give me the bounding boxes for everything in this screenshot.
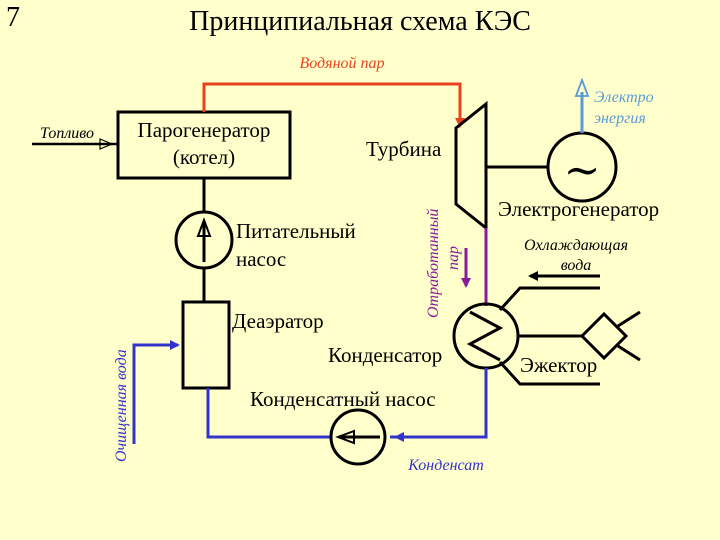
purified-water-line bbox=[132, 340, 180, 444]
condenser-coil bbox=[466, 310, 504, 362]
deaerator bbox=[181, 300, 231, 390]
electricity-arrow-icon bbox=[574, 77, 590, 97]
turbine-label: Турбина bbox=[366, 137, 442, 161]
steam-generator-label-2: (котел) bbox=[173, 145, 235, 169]
condensate-label: Конденсат bbox=[407, 457, 484, 474]
cooling-water-out-pipe bbox=[498, 360, 600, 386]
cooling-water-label-1: Охлаждающая bbox=[524, 237, 628, 254]
condensate-line bbox=[390, 368, 488, 439]
electricity-label-1: Электро bbox=[594, 89, 654, 106]
steam-line bbox=[202, 82, 465, 128]
electricity-label-2: энергия bbox=[594, 110, 646, 127]
ejector bbox=[579, 311, 629, 361]
exhaust-steam-label-1: Отработанный bbox=[425, 209, 442, 318]
slide-number: 7 bbox=[6, 2, 20, 33]
feed-pump-label-2: насос bbox=[236, 247, 286, 271]
fuel-label: Топливо bbox=[40, 125, 94, 142]
exhaust-steam-label-2: пар bbox=[445, 246, 462, 270]
feed-pump-label-1: Питательный bbox=[236, 219, 356, 243]
generator-label: Электрогенератор bbox=[498, 197, 659, 221]
ejector-outlet-top bbox=[617, 310, 641, 328]
turbine bbox=[454, 100, 488, 232]
page-title: Принципиальная схема КЭС bbox=[189, 6, 531, 37]
feed-pump-arrow-icon bbox=[196, 217, 212, 237]
deaerator-label: Деаэратор bbox=[232, 309, 324, 333]
fuel-arrow-icon bbox=[99, 138, 114, 150]
cooling-water-in-pipe bbox=[498, 286, 600, 312]
ejector-label: Эжектор bbox=[520, 353, 597, 377]
condensate-pump bbox=[329, 408, 387, 466]
condenser-label: Конденсатор bbox=[328, 343, 442, 367]
water-steam-label: Водяной пар bbox=[299, 55, 384, 72]
steam-generator-label-1: Парогенератор bbox=[138, 118, 271, 142]
condensate-return-line bbox=[206, 388, 330, 439]
condensate-pump-arrow-icon bbox=[335, 429, 355, 445]
condensate-pump-label: Конденсатный насос bbox=[250, 387, 436, 411]
ejector-outlet-bottom bbox=[617, 344, 641, 362]
cooling-water-label-2: вода bbox=[561, 257, 592, 274]
purified-water-label: Очищенная вода bbox=[113, 349, 130, 462]
generator-tilde-icon: ~ bbox=[564, 145, 601, 196]
